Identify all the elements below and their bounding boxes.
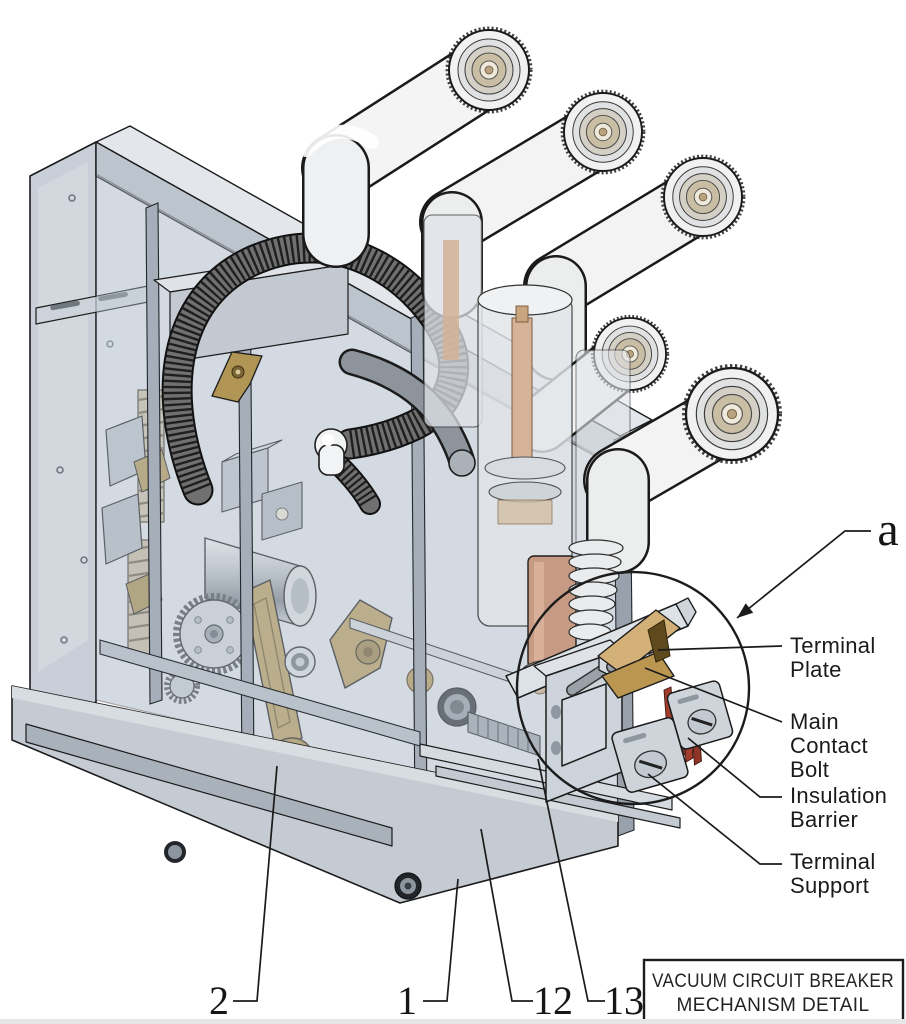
part-number-13: 13: [604, 978, 644, 1023]
label-insulation-barrier-2: Barrier: [790, 807, 858, 832]
leader-main-contact-bolt: [644, 667, 783, 723]
vacuum-bushings: [299, 26, 780, 627]
title-line-2: MECHANISM DETAIL: [677, 995, 870, 1016]
terminal-bracket: [533, 639, 623, 803]
label-main-contact-bolt-3: Bolt: [790, 757, 829, 782]
leader-terminal-plate: [657, 645, 783, 651]
leader-part-13: [537, 758, 605, 1002]
callout-insulation-barrier: Insulation Barrier: [790, 783, 887, 832]
leader-part-12: [480, 828, 533, 1002]
leader-part-2: [233, 765, 278, 1002]
leader-terminal-support: [647, 773, 782, 865]
label-terminal-support-2: Support: [790, 873, 869, 898]
callout-main-contact-bolt: Main Contact Bolt: [790, 709, 868, 782]
terminal-support-part: [611, 680, 734, 793]
main-contact: [597, 609, 681, 699]
leader-part-1: [423, 878, 459, 1002]
leader-lines: [233, 530, 871, 1002]
title-line-1: VACUUM CIRCUIT BREAKER: [652, 971, 894, 992]
flexible-conduit: [161, 232, 470, 515]
label-main-contact-bolt-2: Contact: [790, 733, 868, 758]
leader-insulation-barrier: [687, 737, 782, 798]
terminal-detail-assembly: [505, 539, 734, 803]
main-gear: [164, 593, 255, 704]
bellows-spring: [568, 539, 624, 641]
arrowhead: [737, 603, 754, 618]
label-insulation-barrier-1: Insulation: [790, 783, 887, 808]
label-terminal-plate-2: Plate: [790, 657, 842, 682]
shaft-bearing: [284, 646, 477, 727]
callout-terminal-plate: Terminal Plate: [790, 633, 876, 682]
title-block: VACUUM CIRCUIT BREAKER MECHANISM DETAIL: [642, 958, 905, 1023]
part-number-2: 2: [209, 978, 229, 1023]
part-number-1: 1: [397, 978, 417, 1023]
callout-terminal-support: Terminal Support: [790, 849, 876, 898]
detail-view-marker: a: [877, 503, 898, 556]
part-number-12: 12: [533, 978, 573, 1023]
sheet-edge: [0, 1019, 906, 1024]
label-terminal-plate-1: Terminal: [790, 633, 876, 658]
label-main-contact-bolt-1: Main: [790, 709, 839, 734]
title-block-border: [642, 958, 905, 1023]
label-terminal-support-1: Terminal: [790, 849, 876, 874]
vacuum-interrupter-tube: [477, 284, 573, 627]
leader-detail-a: [736, 530, 871, 619]
detail-circle: [515, 570, 751, 806]
